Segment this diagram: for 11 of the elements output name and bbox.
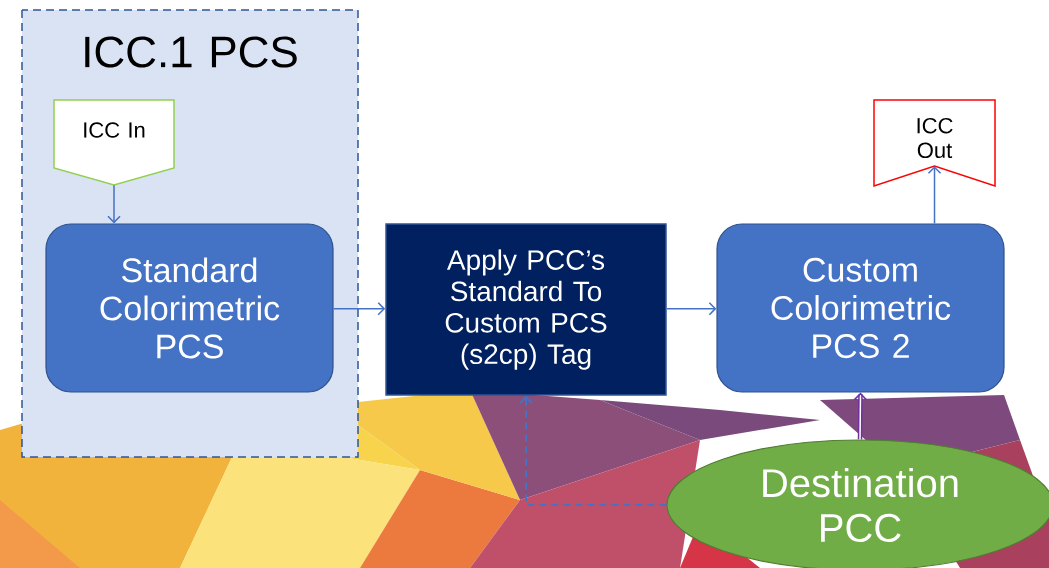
arrow bbox=[332, 302, 386, 316]
arrow bbox=[107, 184, 121, 224]
output-tag: ICC Out bbox=[873, 99, 996, 188]
arrow bbox=[666, 301, 717, 316]
arrow bbox=[519, 395, 668, 506]
arrow bbox=[853, 392, 868, 441]
process-box: Custom Colorimetric PCS 2 bbox=[716, 223, 1005, 393]
process-box: Standard Colorimetric PCS bbox=[45, 223, 334, 393]
arrow bbox=[927, 166, 942, 225]
process-box: Apply PCC’s Standard To Custom PCS (s2cp) Tag bbox=[385, 223, 667, 396]
input-tag: ICC In bbox=[53, 99, 175, 186]
